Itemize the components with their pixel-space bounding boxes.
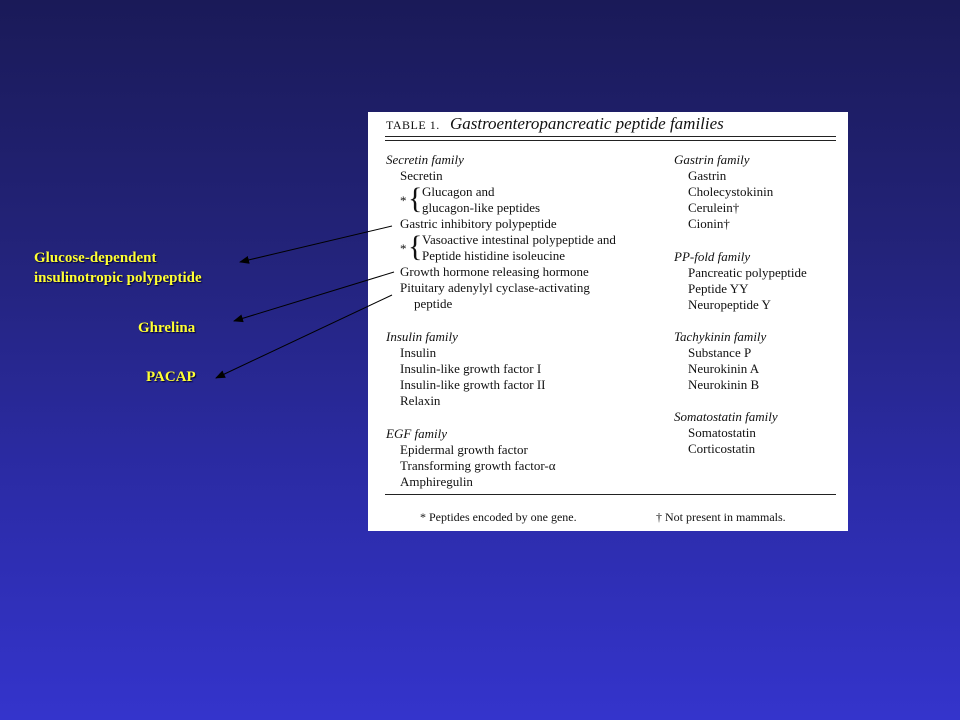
callout-gip-line-1: Glucose-dependent (34, 250, 157, 266)
list-item: Neurokinin A (688, 361, 760, 376)
list-item: Neuropeptide Y (688, 297, 771, 312)
pp-fold-family-group: PP-fold family Pancreatic polypeptide Pe… (674, 249, 807, 313)
callout-gip-line-2: insulinotropic polypeptide (34, 270, 202, 286)
list-item: Gastric inhibitory polypeptide (400, 216, 557, 231)
list-item: Cionin† (688, 216, 730, 231)
list-item: Somatostatin (688, 425, 756, 440)
insulin-family-group: Insulin family Insulin Insulin-like grow… (386, 329, 545, 409)
somatostatin-family-group: Somatostatin family Somatostatin Cortico… (674, 409, 778, 457)
secretin-family-group: Secretin family Secretin * { Glucagon an… (386, 152, 616, 312)
vip-bracket-row: * { Vasoactive intestinal polypeptide an… (386, 232, 616, 264)
callout-ghrelina: Ghrelina (138, 320, 196, 336)
list-item: Pituitary adenylyl cyclase-activating (400, 280, 590, 295)
callout-glucose-dependent-insulinotropic-polypeptide: Glucose-dependent insulinotropic polypep… (34, 248, 202, 288)
list-item: Peptide histidine isoleucine (422, 248, 565, 263)
tachykinin-family-group: Tachykinin family Substance P Neurokinin… (674, 329, 766, 393)
table-top-rule (385, 136, 836, 137)
gastrin-family-group: Gastrin family Gastrin Cholecystokinin C… (674, 152, 773, 232)
table-bottom-rule (385, 494, 836, 495)
egf-family-title: EGF family (386, 426, 448, 441)
list-item: Pancreatic polypeptide (688, 265, 807, 280)
insulin-family-title: Insulin family (386, 329, 458, 344)
list-item: Glucagon and (422, 184, 495, 199)
list-item: Substance P (688, 345, 752, 360)
list-item: Cerulein† (688, 200, 740, 215)
callout-pacap: PACAP (146, 369, 196, 385)
table-title-text: Gastroenteropancreatic peptide families (449, 114, 724, 133)
list-item: Secretin (400, 168, 443, 183)
list-item: Growth hormone releasing hormone (400, 264, 589, 279)
pp-fold-family-title: PP-fold family (674, 249, 751, 264)
list-item: Insulin (400, 345, 437, 360)
glucagon-bracket-row: * { Glucagon and glucagon-like peptides (386, 184, 616, 216)
table-label: TABLE 1. (386, 118, 440, 132)
somatostatin-family-title: Somatostatin family (674, 409, 778, 424)
egf-family-group: EGF family Epidermal growth factor Trans… (386, 426, 556, 490)
list-item: peptide (414, 296, 453, 311)
peptide-families-table: TABLE 1. Gastroenteropancreatic peptide … (368, 112, 848, 531)
secretin-family-title: Secretin family (386, 152, 464, 167)
gastrin-family-title: Gastrin family (674, 152, 750, 167)
list-item: Vasoactive intestinal polypeptide and (422, 232, 616, 247)
table-title: TABLE 1. Gastroenteropancreatic peptide … (386, 114, 724, 134)
arrow-to-pacap (215, 294, 393, 379)
list-item: Transforming growth factor-α (400, 458, 556, 473)
list-item: Insulin-like growth factor I (400, 361, 542, 376)
list-item: glucagon-like peptides (422, 200, 541, 215)
table-top-rule-double (385, 140, 836, 141)
brace-glyph: { (408, 230, 423, 263)
list-item: Amphiregulin (400, 474, 473, 489)
list-item: Insulin-like growth factor II (400, 377, 546, 392)
list-item: Relaxin (400, 393, 441, 408)
tachykinin-family-title: Tachykinin family (674, 329, 767, 344)
list-item: Gastrin (688, 168, 727, 183)
list-item: Peptide YY (688, 281, 749, 296)
brace-glyph: { (408, 182, 423, 215)
list-item: Epidermal growth factor (400, 442, 528, 457)
footnote-star: * Peptides encoded by one gene. (420, 510, 577, 524)
footnote-dagger: † Not present in mammals. (656, 510, 786, 524)
list-item: Cholecystokinin (688, 184, 774, 199)
star-marker: * (400, 241, 407, 256)
list-item: Corticostatin (688, 441, 756, 456)
list-item: Neurokinin B (688, 377, 760, 392)
star-marker: * (400, 193, 407, 208)
